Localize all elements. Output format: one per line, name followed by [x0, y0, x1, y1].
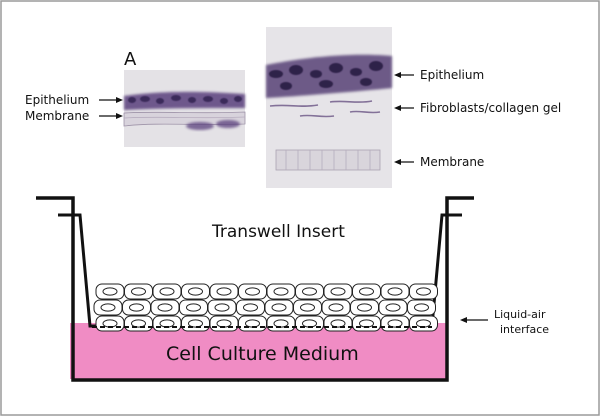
panel-a-label-membrane: Membrane [25, 109, 89, 123]
cell-nucleus [102, 287, 118, 296]
cell-nucleus [330, 287, 346, 296]
cell-nucleus [357, 303, 372, 312]
well-walls [36, 196, 474, 382]
cell [293, 299, 322, 316]
cell [352, 283, 381, 300]
cell-nucleus [188, 287, 203, 296]
liquid-air-label-line1: Liquid-air [494, 308, 546, 321]
cell-nucleus [328, 303, 344, 312]
cell [323, 283, 353, 300]
cell-nucleus [243, 303, 258, 312]
cell-layer [93, 283, 438, 332]
cell [378, 299, 408, 316]
panel-b-label-epithelium: Epithelium [420, 68, 484, 82]
cell [152, 315, 182, 332]
cell-nucleus [385, 303, 401, 312]
cell [380, 315, 410, 332]
cell-nucleus [414, 303, 429, 312]
cell-nucleus [214, 303, 230, 312]
cell-nucleus [302, 287, 317, 296]
cell-nucleus [100, 303, 116, 312]
cell-nucleus [271, 303, 287, 312]
cell [266, 315, 296, 332]
cell [179, 299, 208, 316]
cell [152, 283, 182, 300]
cell [236, 299, 265, 316]
transwell-insert-label: Transwell Insert [211, 222, 345, 242]
cell [295, 315, 324, 332]
culture-medium [70, 323, 448, 379]
cell-nucleus [387, 319, 403, 328]
cell-nucleus [359, 287, 374, 296]
cell [323, 315, 353, 332]
cell-nucleus [131, 287, 146, 296]
cell [409, 315, 438, 332]
cell [352, 315, 381, 332]
cell-nucleus [129, 303, 144, 312]
cell [124, 315, 153, 332]
cell [181, 315, 210, 332]
panel-a-label-epithelium: Epithelium [25, 93, 89, 107]
cell-culture-medium-label: Cell Culture Medium [166, 343, 359, 365]
cell [380, 283, 410, 300]
cell [124, 283, 153, 300]
cell [181, 283, 210, 300]
cell [295, 283, 324, 300]
cell [407, 299, 436, 316]
cell [150, 299, 180, 316]
cell [266, 283, 296, 300]
cell-nucleus [387, 287, 403, 296]
cell-nucleus [273, 287, 289, 296]
cell-nucleus [330, 319, 346, 328]
panel-a-letter: A [124, 49, 137, 70]
panel-b-micrograph [266, 27, 392, 188]
cell [238, 315, 267, 332]
cell [264, 299, 294, 316]
cell [209, 315, 239, 332]
cell-nucleus [188, 319, 203, 328]
cell [207, 299, 237, 316]
cell [122, 299, 151, 316]
cell [95, 315, 125, 332]
cell-nucleus [416, 287, 431, 296]
cell [350, 299, 379, 316]
cell-nucleus [159, 287, 175, 296]
panel-a-micrograph [123, 70, 246, 147]
cell-nucleus [186, 303, 201, 312]
cell [321, 299, 351, 316]
cell [409, 283, 438, 300]
cell [95, 283, 125, 300]
cell-nucleus [216, 287, 232, 296]
cell [93, 299, 123, 316]
cell-nucleus [300, 303, 315, 312]
cell [209, 283, 239, 300]
cell-nucleus [157, 303, 173, 312]
panel-b-label-fibroblasts: Fibroblasts/collagen gel [420, 101, 561, 115]
panel-b-label-membrane: Membrane [420, 155, 484, 169]
liquid-air-label-line2: interface [500, 323, 549, 336]
cell-nucleus [245, 287, 260, 296]
cell [238, 283, 267, 300]
cell-nucleus [131, 319, 146, 328]
